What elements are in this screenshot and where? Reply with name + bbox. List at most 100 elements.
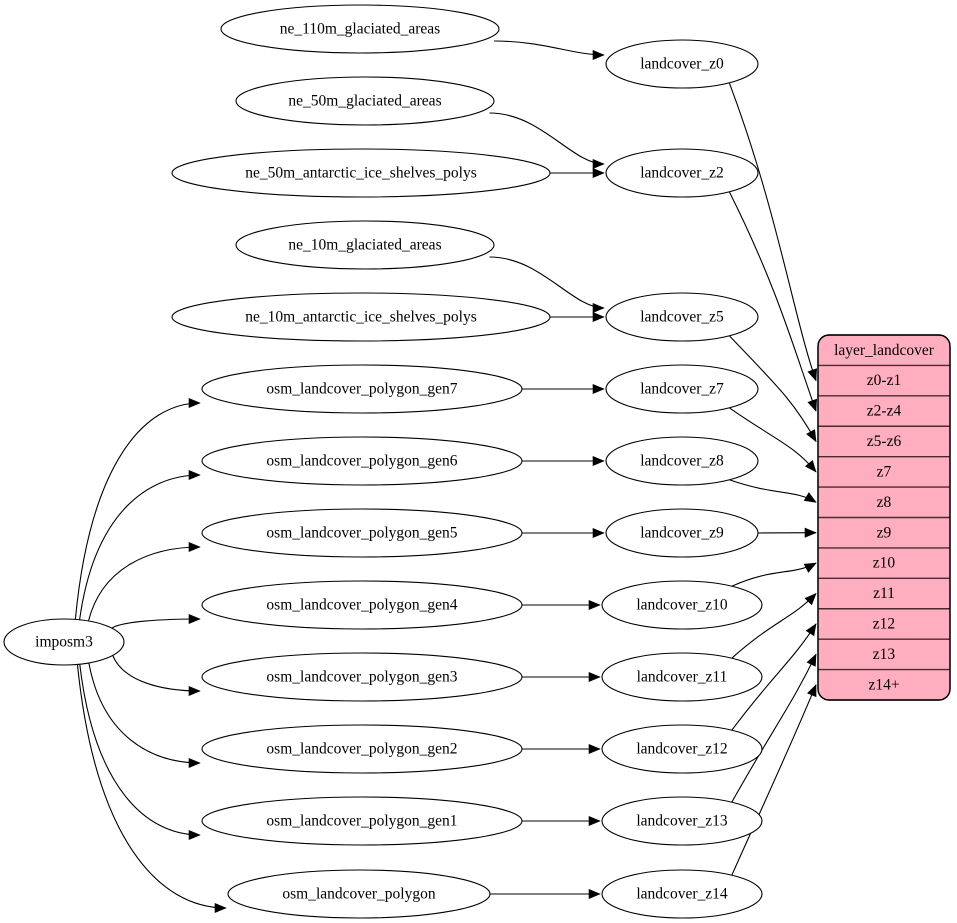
landcover-node-landcover_z14[interactable]: landcover_z14 (601, 869, 763, 919)
edge-path (79, 664, 201, 836)
landcover-node-landcover_z11-label: landcover_z11 (637, 669, 728, 686)
edge-arrowhead (804, 527, 817, 538)
landcover-node-landcover_z10[interactable]: landcover_z10 (601, 580, 763, 630)
ne-node-ne_50m_antarctic_ice_shelves_polys-label: ne_50m_antarctic_ice_shelves_polys (245, 165, 477, 182)
landcover-node-landcover_z10-shape (601, 580, 763, 630)
ne-node-ne_10m_glaciated_areas[interactable]: ne_10m_glaciated_areas (235, 220, 495, 270)
landcover-node-landcover_z5-shape (605, 292, 759, 342)
landcover-node-landcover_z13[interactable]: landcover_z13 (601, 796, 763, 846)
record-row-label-z7: z7 (877, 463, 892, 480)
edge-arrowhead (188, 829, 201, 841)
ne-node-ne_10m_glaciated_areas-shape (235, 220, 495, 270)
osm-node-osm_landcover_polygon_gen7[interactable]: osm_landcover_polygon_gen7 (201, 364, 523, 414)
ne-node-ne_110m_glaciated_areas-label: ne_110m_glaciated_areas (280, 21, 440, 38)
landcover-node-landcover_z7-shape (605, 364, 759, 414)
ne-node-ne_10m_antarctic_ice_shelves_polys-label: ne_10m_antarctic_ice_shelves_polys (245, 309, 477, 326)
layer-landcover-record[interactable]: layer_landcoverz0-z1z2-z4z5-z6z7z8z9z10z… (817, 334, 951, 701)
edge-arrowhead (588, 888, 601, 900)
record-row-label-z10: z10 (873, 555, 896, 572)
edge-arrowhead (188, 397, 201, 409)
osm-node-osm_landcover_polygon_gen2-label: osm_landcover_polygon_gen2 (266, 741, 457, 758)
edge-arrowhead (588, 743, 601, 755)
edge-arrowhead (803, 562, 817, 573)
ne-node-ne_10m_antarctic_ice_shelves_polys-shape (171, 292, 551, 342)
ne-node-ne_50m_glaciated_areas-label: ne_50m_glaciated_areas (288, 93, 441, 110)
record-row-label-z13: z13 (873, 646, 896, 663)
record-row-label-z11: z11 (873, 585, 895, 602)
osm-node-osm_landcover_polygon_gen4[interactable]: osm_landcover_polygon_gen4 (201, 580, 523, 630)
osm-node-osm_landcover_polygon_gen7-label: osm_landcover_polygon_gen7 (266, 381, 457, 398)
osm-node-osm_landcover_polygon_gen2[interactable]: osm_landcover_polygon_gen2 (201, 724, 523, 774)
landcover-node-landcover_z9-shape (605, 508, 759, 558)
landcover-node-landcover_z13-label: landcover_z13 (636, 813, 727, 830)
edge-arrowhead (807, 684, 817, 698)
osm-node-osm_landcover_polygon[interactable]: osm_landcover_polygon (227, 869, 491, 919)
ne-node-ne_10m_antarctic_ice_shelves_polys[interactable]: ne_10m_antarctic_ice_shelves_polys (171, 292, 551, 342)
landcover-node-landcover_z14-label: landcover_z14 (636, 886, 727, 903)
osm-node-osm_landcover_polygon_gen3[interactable]: osm_landcover_polygon_gen3 (201, 652, 523, 702)
record-row-label-z12: z12 (873, 616, 895, 633)
edge-path (729, 479, 817, 503)
edge-path (111, 618, 201, 629)
record-row-label-z9: z9 (877, 524, 892, 541)
edge-path (731, 623, 817, 731)
landcover-node-landcover_z9-label: landcover_z9 (640, 525, 724, 542)
edge-arrowhead (804, 459, 817, 473)
edge-arrowhead (188, 757, 201, 769)
landcover-node-landcover_z5[interactable]: landcover_z5 (605, 292, 759, 342)
landcover-node-landcover_z11-shape (601, 652, 763, 702)
ne-node-ne_110m_glaciated_areas[interactable]: ne_110m_glaciated_areas (220, 4, 500, 54)
landcover-node-landcover_z0-label: landcover_z0 (640, 56, 724, 73)
osm-node-osm_landcover_polygon_gen4-label: osm_landcover_polygon_gen4 (266, 597, 457, 614)
osm-node-osm_landcover_polygon_gen7-shape (201, 364, 523, 414)
edge-path (731, 684, 817, 876)
record-header-label: layer_landcover (834, 342, 935, 359)
osm-node-osm_landcover_polygon_gen1[interactable]: osm_landcover_polygon_gen1 (201, 796, 523, 846)
landcover-node-landcover_z2-shape (605, 148, 759, 198)
edge-arrowhead (592, 158, 605, 170)
landcover-node-landcover_z0[interactable]: landcover_z0 (605, 39, 759, 89)
landcover-node-landcover_z2[interactable]: landcover_z2 (605, 148, 759, 198)
landcover-node-landcover_z11[interactable]: landcover_z11 (601, 652, 763, 702)
edge-path (79, 474, 201, 620)
landcover-node-landcover_z9[interactable]: landcover_z9 (605, 508, 759, 558)
landcover-node-landcover_z5-label: landcover_z5 (640, 309, 724, 326)
landcover-node-landcover_z14-shape (601, 869, 763, 919)
osm-node-osm_landcover_polygon_gen1-shape (201, 796, 523, 846)
ne-node-ne_50m_antarctic_ice_shelves_polys[interactable]: ne_50m_antarctic_ice_shelves_polys (171, 148, 551, 198)
edge-arrowhead (807, 368, 817, 382)
osm-node-osm_landcover_polygon_gen5-shape (201, 508, 523, 558)
ne-node-ne_50m_glaciated_areas-shape (235, 76, 495, 126)
landcover-node-landcover_z8-label: landcover_z8 (640, 453, 724, 470)
edge-arrowhead (188, 541, 201, 553)
osm-node-osm_landcover_polygon_gen6[interactable]: osm_landcover_polygon_gen6 (201, 436, 523, 486)
edge-path (731, 562, 817, 587)
record-outline (817, 334, 951, 701)
ne-node-ne_10m_glaciated_areas-label: ne_10m_glaciated_areas (288, 237, 441, 254)
record-row-label-z2-z4: z2-z4 (867, 403, 902, 420)
record-row-label-z0-z1: z0-z1 (867, 372, 901, 389)
edge-arrowhead (805, 623, 817, 637)
source-node-imposm3-shape (3, 618, 125, 666)
osm-node-osm_landcover_polygon_gen6-shape (201, 436, 523, 486)
landcover-node-landcover_z7[interactable]: landcover_z7 (605, 364, 759, 414)
osm-node-osm_landcover_polygon-shape (227, 869, 491, 919)
landcover-node-landcover_z2-label: landcover_z2 (640, 165, 724, 182)
edge-path (74, 402, 201, 620)
edge-arrowhead (588, 671, 601, 683)
edge-path (88, 662, 201, 764)
landcover-node-landcover_z12[interactable]: landcover_z12 (601, 724, 763, 774)
edge-arrowhead (804, 592, 817, 606)
source-node-imposm3[interactable]: imposm3 (3, 618, 125, 666)
osm-node-osm_landcover_polygon-label: osm_landcover_polygon (282, 886, 436, 903)
osm-node-osm_landcover_polygon_gen5-label: osm_landcover_polygon_gen5 (266, 525, 457, 542)
edge-arrowhead (803, 492, 817, 503)
osm-node-osm_landcover_polygon_gen5[interactable]: osm_landcover_polygon_gen5 (201, 508, 523, 558)
osm-node-osm_landcover_polygon_gen4-shape (201, 580, 523, 630)
landcover-node-landcover_z8[interactable]: landcover_z8 (605, 436, 759, 486)
record-row-label-z5-z6: z5-z6 (867, 433, 902, 450)
ne-node-ne_50m_glaciated_areas[interactable]: ne_50m_glaciated_areas (235, 76, 495, 126)
edge-arrowhead (807, 398, 817, 412)
edge-arrowhead (592, 167, 605, 179)
